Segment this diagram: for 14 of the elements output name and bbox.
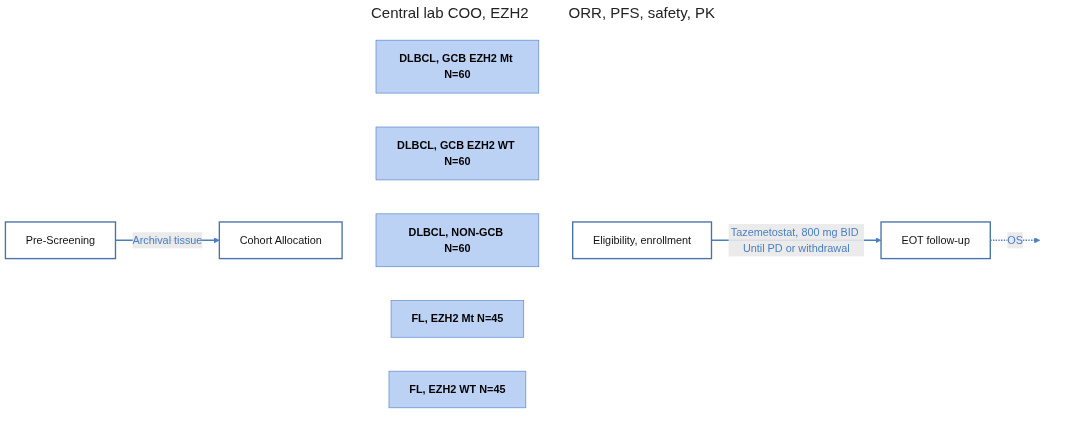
node-box: FL, EZH2 WT N=45 xyxy=(388,370,527,409)
edge-label: OS xyxy=(1007,234,1023,246)
node-box: DLBCL, NON-GCB N=60 xyxy=(375,213,540,268)
node-box: Pre-Screening xyxy=(4,221,117,260)
note-text: ORR, PFS, safety, PK xyxy=(568,4,715,21)
edge-label: Archival tissue xyxy=(132,234,203,246)
edge-label: Tazemetostat, 800 mg BID Until PD or withdrawal xyxy=(730,226,859,254)
node-box: FL, EZH2 Mt N=45 xyxy=(390,300,525,338)
node-box: DLBCL, GCB EZH2 WT N=60 xyxy=(375,126,540,181)
node-box: EOT follow-up xyxy=(880,221,991,260)
node-box: Eligibility, enrollment xyxy=(572,221,713,260)
note-text: Central lab COO, EZH2 xyxy=(371,4,529,21)
node-box: Cohort Allocation xyxy=(218,221,343,260)
node-box: DLBCL, GCB EZH2 Mt N=60 xyxy=(375,39,540,94)
